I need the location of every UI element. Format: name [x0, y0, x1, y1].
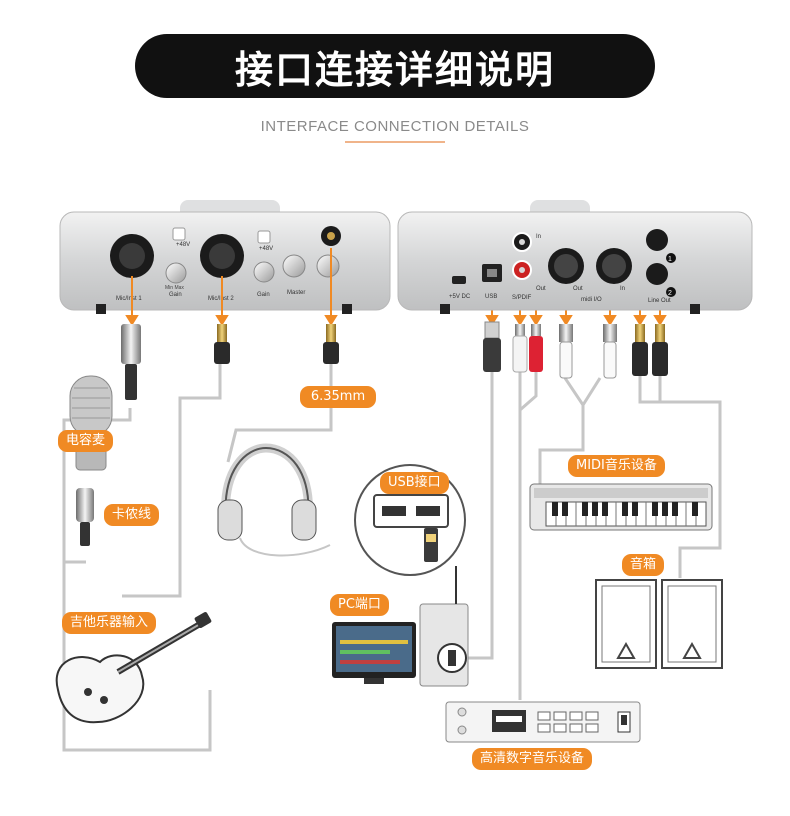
size-tag: 6.35mm [300, 386, 376, 408]
mic1-label: Mic/Inst 1 [116, 296, 142, 302]
line-out-2-icon [646, 263, 668, 285]
gain-label-1: Gain [169, 292, 182, 298]
hd-device-tag: 高清数字音乐设备 [472, 748, 593, 770]
cable-mic [62, 408, 132, 564]
jack-plug-guitar-icon [217, 324, 227, 342]
gain-knob-1-icon [165, 262, 187, 284]
midi-keyboard-icon [529, 483, 713, 531]
jack-plug-headphone-icon [326, 324, 336, 342]
midi-io-label: midi I/O [581, 297, 602, 303]
gain-label-2: Gain [257, 292, 270, 298]
midi-out-label: Out [573, 286, 583, 292]
phantom-label-1: +48V [176, 242, 190, 248]
cable-midi-join [563, 377, 602, 408]
gain-knob-2-icon [253, 261, 275, 283]
hd-digital-device-icon [445, 701, 641, 743]
midi-in-label: In [620, 286, 625, 292]
rca-red-plug-icon [531, 324, 541, 336]
condenser-mic-icon [69, 375, 113, 471]
page-subtitle: INTERFACE CONNECTION DETAILS [260, 118, 530, 135]
guitar-tag: 吉他乐器输入 [62, 612, 157, 634]
electric-guitar-icon [55, 612, 212, 724]
midi-device-tag: MIDI音乐设备 [568, 455, 665, 477]
cable-rca-right [519, 372, 538, 412]
phantom-button-2 [257, 230, 271, 244]
jack-plug-line1-icon [635, 324, 645, 342]
subtitle-divider [345, 141, 445, 143]
cable-guitar [122, 360, 222, 598]
master-knob-icon [282, 254, 306, 278]
phantom-button-1 [172, 227, 186, 241]
spdif-in-label: In [536, 234, 541, 240]
spdif-label: S/PDIF [512, 295, 532, 301]
usb-a-plug-icon [424, 528, 438, 562]
gain-range-label: Min Max [165, 285, 184, 291]
master-label: Master [287, 290, 305, 296]
speakers-icon [595, 579, 723, 669]
pc-computer-icon [332, 566, 469, 687]
usb-a-ports-icon [373, 494, 449, 528]
usb-b-plug-icon [484, 321, 500, 339]
cable-usb [462, 372, 494, 660]
midi-plug-in-icon [603, 324, 617, 342]
xlr-male-plug-icon [121, 324, 141, 364]
connector-plugs [121, 321, 668, 400]
cable-line1 [638, 376, 722, 578]
audio-interface-front: +48V +48V Mic/Inst 1 Mic/Inst 2 Gain Gai… [59, 200, 391, 314]
midi-plug-out-icon [559, 324, 573, 342]
usb-label: USB [485, 294, 497, 300]
pc-port-tag: PC端口 [330, 594, 389, 616]
cable-tag: 卡侬线 [104, 504, 160, 526]
mic-tag: 电容麦 [58, 430, 114, 452]
cable-guitar-loop [62, 562, 212, 752]
phantom-label-2: +48V [259, 246, 273, 252]
usb-port-tag: USB接口 [380, 472, 449, 494]
line-out-number-2: 2 [668, 290, 672, 297]
page-title: 接口连接详细说明 [135, 34, 655, 98]
xlr-female-plug-icon [76, 488, 94, 546]
spdif-out-label: Out [536, 286, 546, 292]
line-out-label: Line Out [648, 298, 671, 304]
cable-midi [538, 405, 585, 492]
speakers-tag: 音箱 [622, 554, 665, 576]
phones-knob-icon [316, 254, 340, 278]
dc-port-icon [452, 276, 466, 284]
rca-white-plug-icon [515, 324, 525, 336]
headphones-icon [217, 443, 331, 557]
dc-label: +5V DC [449, 294, 471, 300]
line-out-number-1: 1 [668, 256, 672, 263]
audio-interface-rear: 1 2 +5V DC USB S/PDIF In Out Out midi I/… [397, 200, 753, 314]
line-out-1-icon [646, 229, 668, 251]
jack-plug-line2-icon [655, 324, 665, 342]
